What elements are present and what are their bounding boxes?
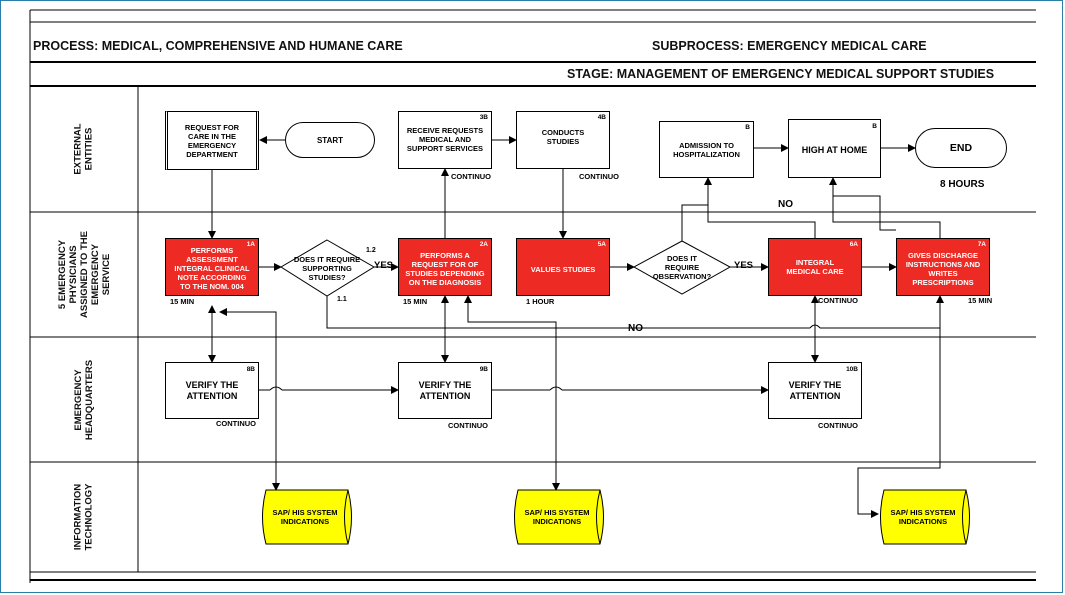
receive-requests-code: 3B (479, 114, 488, 121)
receive-requests-text: RECEIVE REQUESTS MEDICAL AND SUPPORT SER… (406, 125, 484, 153)
admission-text: ADMISSION TO HOSPITALIZATION (673, 140, 740, 159)
branch-1-1: 1.1 (337, 296, 347, 303)
high-home-code: B (872, 123, 877, 130)
verify2-note: CONTINUO (448, 421, 488, 430)
high-home-box: B HIGH AT HOME (788, 119, 881, 178)
discharge-time: 15 MIN (968, 296, 993, 305)
start-text: START (316, 135, 344, 145)
stage-title: STAGE: MANAGEMENT OF EMERGENCY MEDICAL S… (567, 67, 995, 81)
decision-diamond-observation (632, 240, 732, 295)
sap-system-1: SAP/ HIS SYSTEM INDICATIONS (272, 508, 338, 526)
require-studies-text: DOES IT REQUIRE SUPPORTING STUDIES? (293, 254, 361, 282)
receive-requests-box: 3B RECEIVE REQUESTS MEDICAL AND SUPPORT … (398, 111, 492, 169)
performs-assessment-time: 15 MIN (170, 297, 195, 306)
integral-care-text: INTEGRAL MEDICAL CARE (786, 258, 844, 276)
decision-diamond-studies (280, 239, 375, 297)
discharge-text: GIVES DISCHARGE INSTRUCTIONS AND WRITES … (905, 251, 981, 287)
require-observation-text: DOES IT REQUIRE OBSERVATION? (652, 253, 712, 281)
conducts-studies-box: 4B CONDUCTS STUDIES (516, 111, 610, 169)
no-label-bottom: NO (628, 323, 643, 334)
conducts-studies-code: 4B (597, 114, 606, 121)
request-care-text: REQUEST FOR CARE IN THE EMERGENCY DEPART… (184, 122, 240, 159)
yes-label-1: YES (374, 260, 394, 271)
values-studies-time: 1 HOUR (526, 297, 555, 306)
verify-attention-box-1: 8B VERIFY THE ATTENTION (165, 362, 259, 419)
admission-box: B ADMISSION TO HOSPITALIZATION (659, 121, 754, 178)
conducts-studies-note: CONTINUO (579, 172, 619, 181)
verify2-text: VERIFY THE ATTENTION (418, 379, 472, 401)
no-label-top: NO (778, 199, 793, 210)
request-care-box: REQUEST FOR CARE IN THE EMERGENCY DEPART… (165, 111, 259, 170)
verify3-code: 10B (846, 366, 858, 373)
discharge-box: 7A GIVES DISCHARGE INSTRUCTIONS AND WRIT… (896, 238, 990, 296)
verify1-text: VERIFY THE ATTENTION (185, 379, 239, 401)
integral-care-note: CONTINUO (818, 296, 858, 305)
end-terminator: END (915, 128, 1007, 168)
values-studies-box: 5A VALUES STUDIES (516, 238, 610, 296)
performs-request-box: 2A PERFORMS A REQUEST FOR OF STUDIES DEP… (398, 238, 492, 296)
sap-system-3: SAP/ HIS SYSTEM INDICATIONS (890, 508, 956, 526)
branch-1-2: 1.2 (366, 247, 376, 254)
values-studies-text: VALUES STUDIES (530, 264, 596, 274)
yes-label-2: YES (734, 260, 754, 271)
receive-requests-note: CONTINUO (451, 172, 491, 181)
values-studies-code: 5A (597, 241, 606, 248)
verify-attention-box-2: 9B VERIFY THE ATTENTION (398, 362, 492, 419)
verify3-note: CONTINUO (818, 421, 858, 430)
sap-system-2: SAP/ HIS SYSTEM INDICATIONS (524, 508, 590, 526)
subprocess-title: SUBPROCESS: EMERGENCY MEDICAL CARE (652, 39, 927, 53)
integral-care-code: 6A (849, 241, 858, 248)
high-home-text: HIGH AT HOME (801, 145, 868, 155)
end-text: END (949, 142, 973, 154)
verify-attention-box-3: 10B VERIFY THE ATTENTION (768, 362, 862, 419)
performs-request-code: 2A (479, 241, 488, 248)
admission-code: B (745, 124, 750, 131)
verify1-note: CONTINUO (216, 419, 256, 428)
verify2-code: 9B (479, 366, 488, 373)
verify3-text: VERIFY THE ATTENTION (788, 379, 842, 401)
performs-request-text: PERFORMS A REQUEST FOR OF STUDIES DEPEND… (405, 250, 485, 287)
conducts-studies-text: CONDUCTS STUDIES (541, 128, 585, 146)
performs-request-time: 15 MIN (403, 297, 428, 306)
performs-assessment-box: 1A PERFORMS ASSESSMENT INTEGRAL CLINICAL… (165, 238, 259, 296)
performs-assessment-code: 1A (246, 241, 255, 248)
integral-care-box: 6A INTEGRAL MEDICAL CARE (768, 238, 862, 296)
discharge-code: 7A (977, 241, 986, 248)
start-terminator: START (285, 122, 375, 158)
duration-label: 8 HOURS (940, 179, 985, 190)
verify1-code: 8B (246, 366, 255, 373)
process-title: PROCESS: MEDICAL, COMPREHENSIVE AND HUMA… (33, 39, 403, 53)
performs-assessment-text: PERFORMS ASSESSMENT INTEGRAL CLINICAL NO… (174, 245, 250, 291)
